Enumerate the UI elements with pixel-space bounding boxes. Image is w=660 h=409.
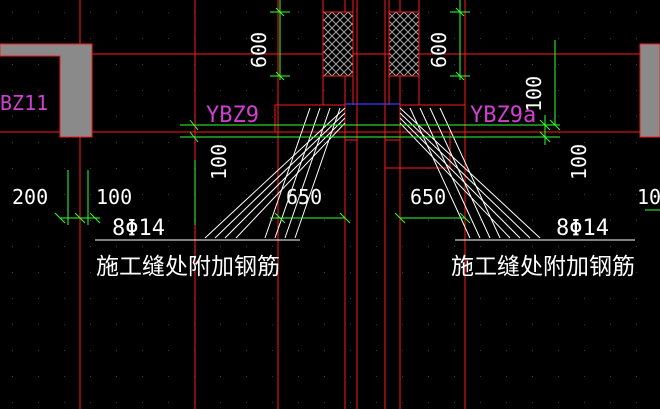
dim-top-far-right: 100 [522, 76, 546, 112]
dim-span-left: 650 [286, 185, 322, 209]
columns [0, 0, 660, 138]
dim-span-right: 650 [410, 185, 446, 209]
label-wall-right: YBZ9a [470, 103, 536, 128]
dim-left-200: 200 [12, 185, 48, 209]
note-right: 施工缝处附加钢筋 [451, 254, 635, 280]
dim-mid-right: 100 [567, 144, 591, 180]
left-column [0, 43, 93, 138]
dim-mid-left: 100 [207, 144, 231, 180]
label-wall-left: YBZ9 [206, 103, 259, 128]
rebar-label-right: 8Φ14 [556, 216, 609, 241]
dim-left-100: 100 [96, 185, 132, 209]
hatched-column-left [322, 11, 354, 77]
text-layer: BZ11 YBZ9 YBZ9a 600 600 100 100 100 200 … [0, 32, 660, 280]
rebar-label-left: 8Φ14 [112, 216, 165, 241]
right-column [639, 43, 660, 138]
dim-top-right: 600 [427, 32, 451, 68]
note-left: 施工缝处附加钢筋 [96, 254, 280, 280]
hatched-column-right [388, 11, 420, 77]
label-left-column: BZ11 [0, 91, 48, 115]
rebar-left-set [204, 107, 346, 239]
rebar-right-set [399, 107, 541, 239]
dimension-lines [54, 0, 660, 225]
rebar-group [95, 107, 635, 241]
dim-top-left: 600 [247, 32, 271, 68]
dim-far-right: 10 [637, 185, 660, 209]
